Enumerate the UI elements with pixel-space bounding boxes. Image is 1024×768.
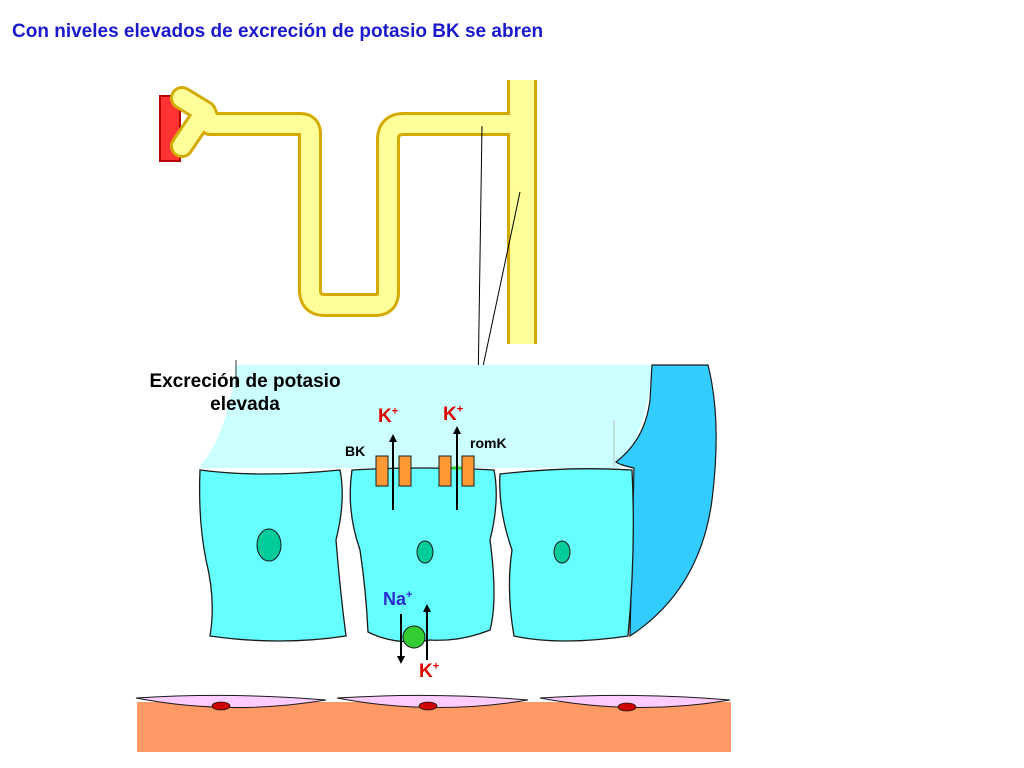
charge-superscript: +: [456, 403, 464, 416]
bk-label: BK: [345, 443, 366, 459]
zoom-line-right: [477, 191, 521, 391]
romk-label: romK: [470, 435, 507, 451]
charge-superscript: +: [391, 405, 399, 418]
endothelial-cell-2: [336, 694, 529, 708]
epithelial-cells: [198, 466, 634, 643]
nephron-tubule: [159, 80, 537, 344]
romk-channel-left-subunit: [438, 455, 452, 487]
rbc-3: [617, 702, 637, 712]
endothelial-cell-3: [539, 694, 731, 708]
rbc-1: [211, 701, 231, 711]
romk-channel-right-subunit: [461, 455, 475, 487]
k-ion-text: K: [378, 406, 392, 427]
zoom-line-left: [477, 125, 483, 391]
nucleus-right: [553, 540, 571, 564]
condition-caption: Excreción de potasio elevada: [120, 370, 370, 416]
page-title: Con niveles elevados de excreción de pot…: [12, 21, 544, 42]
nucleus-left: [256, 528, 282, 562]
tubule-fill: [173, 89, 527, 314]
vessel-wall: [615, 364, 717, 638]
endothelial-cell-1: [135, 694, 327, 708]
caption-line-2: elevada: [210, 394, 280, 416]
charge-superscript: +: [406, 589, 413, 601]
na-k-pump: [397, 604, 431, 664]
bk-channel-left-subunit: [375, 455, 389, 487]
caption-line-1: Excreción de potasio: [149, 371, 341, 392]
tubule-lumen: [198, 365, 708, 468]
k-ion-text: K: [419, 661, 433, 682]
na-ion-text: Na: [383, 589, 407, 609]
bk-channel: [375, 434, 412, 510]
k-ion-label-basal: K+: [419, 661, 439, 683]
k-ion-text: K: [443, 404, 457, 425]
bk-channel-right-subunit: [398, 455, 412, 487]
romk-channel: [438, 426, 475, 510]
endothelium: [135, 694, 731, 712]
na-ion-label: Na+: [383, 589, 412, 610]
pump-circle: [402, 625, 426, 649]
nucleus-middle: [416, 540, 434, 564]
k-ion-label-romk: K+: [443, 404, 463, 426]
k-ion-label-bk: K+: [378, 406, 398, 428]
rbc-2: [418, 701, 438, 711]
charge-superscript: +: [432, 660, 440, 673]
